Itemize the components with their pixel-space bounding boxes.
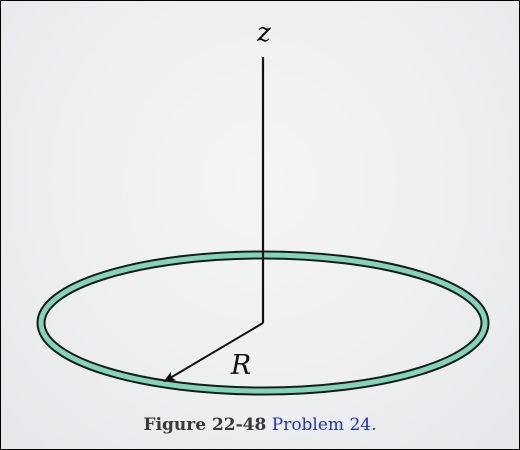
figure-caption: Figure 22-48 Problem 24. xyxy=(1,415,519,435)
z-axis-label: z xyxy=(256,18,271,48)
problem-link[interactable]: Problem 24. xyxy=(271,415,377,435)
radius-label: R xyxy=(230,350,251,381)
figure-number: Figure 22-48 xyxy=(143,415,267,435)
radius-arrow xyxy=(163,322,264,383)
